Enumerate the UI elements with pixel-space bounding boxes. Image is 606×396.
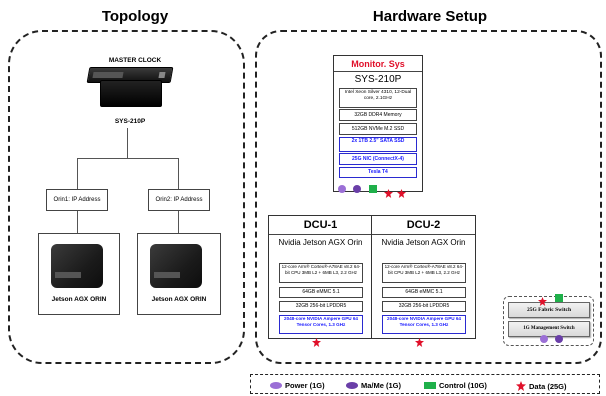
legend-control: Control (10G) — [424, 381, 487, 390]
monitor-data-port-2-icon — [397, 185, 406, 198]
dcu1-box: DCU-1 Nvidia Jetson AGX Orin 12-core Arm… — [268, 215, 373, 339]
monitor-gpu-row: Tesla T4 — [339, 167, 417, 178]
dcu2-emmc-row: 64GB eMMC 5.1 — [382, 287, 466, 298]
jetson1-label: Jetson AGX ORIN — [51, 296, 107, 303]
fabric-control-port-icon — [555, 294, 563, 302]
dcu1-emmc-row: 64GB eMMC 5.1 — [279, 287, 363, 298]
dcu1-name: Nvidia Jetson AGX Orin — [278, 238, 363, 247]
monitor-mame-port-icon — [353, 185, 361, 193]
dcu2-name: Nvidia Jetson AGX Orin — [381, 238, 466, 247]
mgmt-switch-box: 1G Management Switch — [508, 321, 590, 337]
hardware-title: Hardware Setup — [372, 8, 488, 25]
tree-branch — [77, 158, 179, 159]
tree-left-drop — [77, 158, 78, 189]
legend-mame: Ma/Me (1G) — [346, 381, 401, 390]
dcu1-title: DCU-1 — [269, 216, 372, 235]
mgmt-switch-label: 1G Management Switch — [523, 326, 575, 331]
monitor-nic-row: 25G NIC (ConnectX-4) — [339, 153, 417, 165]
tree-trunk — [127, 128, 128, 158]
legend-power: Power (1G) — [270, 381, 325, 390]
dcu2-data-port-icon — [415, 334, 424, 347]
legend-data: Data (25G) — [516, 381, 567, 391]
dcu1-lpddr-row: 32GB 256-bit LPDDR5 — [279, 301, 363, 312]
fabric-data-port-icon — [538, 293, 547, 306]
master-clock-label: MASTER CLOCK — [108, 57, 162, 64]
hardware-panel — [255, 30, 602, 364]
monitor-cpu-row: Intel Xeon Silver 4310, 12-Dual core, 2.… — [339, 88, 417, 108]
fabric-switch-label: 25G Fabric Switch — [527, 307, 571, 313]
legend-power-swatch — [270, 382, 282, 389]
monitor-sys-header: Monitor. Sys — [351, 59, 405, 69]
legend-data-swatch — [516, 381, 526, 391]
dcu2-lpddr-row: 32GB 256-bit LPDDR5 — [382, 301, 466, 312]
fabric-switch-box: 25G Fabric Switch — [508, 302, 590, 318]
tree-right-drop2 — [178, 210, 179, 234]
dcu2-box: DCU-2 Nvidia Jetson AGX Orin 12-core Arm… — [371, 215, 476, 339]
jetson1-device-image — [51, 244, 103, 288]
monitor-sys-box: Monitor. Sys SYS-210P Intel Xeon Silver … — [333, 55, 423, 192]
tree-left-drop2 — [77, 210, 78, 234]
jetson2-box: Jetson AGX ORIN — [137, 233, 221, 315]
dcu2-title: DCU-2 — [372, 216, 475, 235]
monitor-sata-row: 2x 1TB 2.5" SATA SSD — [339, 137, 417, 152]
legend-mame-swatch — [346, 382, 358, 389]
jetson2-label: Jetson AGX ORIN — [151, 296, 207, 303]
dcu1-gpu-row: 2048-core NVIDIA Ampere GPU 64 Tensor Co… — [279, 315, 363, 334]
master-clock-model-label: SYS-210P — [114, 118, 146, 125]
legend-data-label: Data (25G) — [529, 381, 567, 391]
legend-control-label: Control (10G) — [439, 381, 487, 390]
dcu1-cpu-row: 12-core Arm® Cortex®-A78AE v8.2 64-bit C… — [279, 263, 363, 283]
monitor-ssd-row: 512GB NVMe M.2 SSD — [339, 123, 417, 135]
dcu1-data-port-icon — [312, 334, 321, 347]
mgmt-power-port-icon — [540, 335, 548, 343]
dcu2-cpu-row: 12-core Arm® Cortex®-A78AE v8.2 64-bit C… — [382, 263, 466, 283]
topology-panel — [8, 30, 245, 364]
orin1-ip-box: Orin1: IP Address — [46, 189, 108, 211]
monitor-data-port-1-icon — [384, 185, 393, 198]
dcu2-gpu-row: 2048-core NVIDIA Ampere GPU 64 Tensor Co… — [382, 315, 466, 334]
mgmt-mame-port-icon — [555, 335, 563, 343]
orin2-ip-box: Orin2: IP Address — [148, 189, 210, 211]
topology-title: Topology — [101, 8, 169, 25]
monitor-power-port-icon — [338, 185, 346, 193]
legend-mame-label: Ma/Me (1G) — [361, 381, 402, 390]
jetson2-device-image — [150, 244, 202, 288]
monitor-memory-row: 32GB DDR4 Memory — [339, 109, 417, 121]
legend-control-swatch — [424, 382, 436, 389]
master-clock-server-body — [100, 80, 162, 107]
tree-right-drop — [178, 158, 179, 189]
jetson1-box: Jetson AGX ORIN — [38, 233, 120, 315]
legend-power-label: Power (1G) — [285, 381, 325, 390]
monitor-control-port-icon — [369, 185, 377, 193]
monitor-sys-model: SYS-210P — [334, 71, 422, 85]
legend-box — [250, 374, 600, 394]
